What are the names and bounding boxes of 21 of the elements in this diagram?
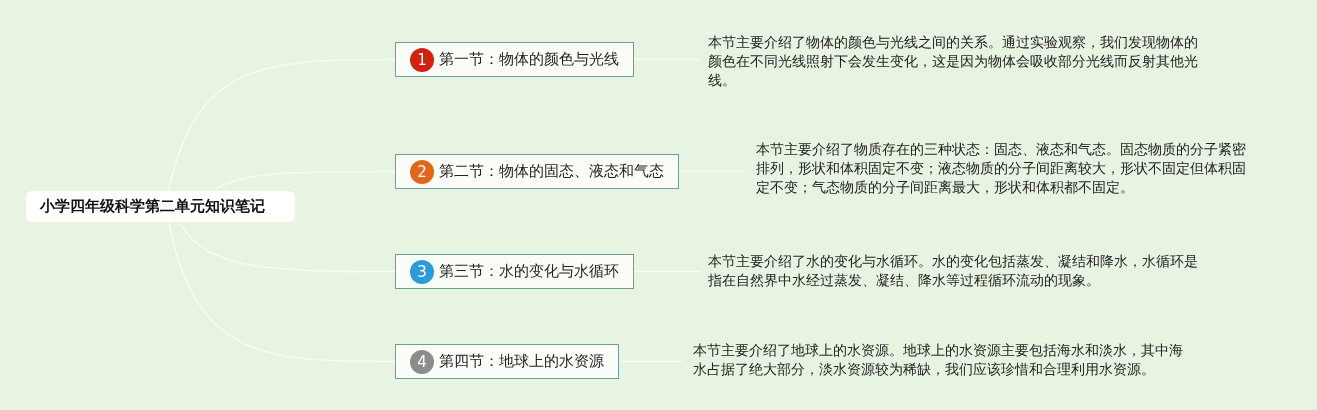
section-box xyxy=(395,154,679,189)
number-badge: 4 xyxy=(410,349,434,374)
section-box xyxy=(395,254,634,289)
section-title: 第三节：水的变化与水循环 xyxy=(439,262,619,281)
summary-text: 本节主要介绍了水的变化与水循环。水的变化包括蒸发、凝结和降水，水循环是指在自然界中水经过蒸发、凝结、降水等过程循环流动的现象。 xyxy=(700,252,1210,290)
section-title: 第四节：地球上的水资源 xyxy=(439,352,604,371)
summary-text: 本节主要介绍了地球上的水资源。地球上的水资源主要包括海水和淡水，其中海水占据了绝大部分，淡水资源较为稀缺，我们应该珍惜和合理利用水资源。 xyxy=(683,341,1183,379)
number-badge: 2 xyxy=(410,159,434,184)
section-box xyxy=(395,344,619,379)
connector-line xyxy=(178,221,396,273)
number-badge: 3 xyxy=(410,259,434,284)
summary-text: 本节主要介绍了物质存在的三种状态：固态、液态和气态。固态物质的分子紧密排列，形状和体积固定不变；液态物质的分子间距离较大，形状不固定但体积固定不变；气态物质的分子间距离最大，形状和体积都不固定。 xyxy=(745,140,1255,197)
number-badge: 1 xyxy=(410,47,434,72)
section-title: 第二节：物体的固态、液态和气态 xyxy=(439,162,664,181)
connector-line xyxy=(167,58,396,192)
section-title: 第一节：物体的颜色与光线 xyxy=(439,50,619,69)
connector-line xyxy=(167,221,396,363)
summary-text: 本节主要介绍了物体的颜色与光线之间的关系。通过实验观察，我们发现物体的颜色在不同光线照射下会发生变化，这是因为物体会吸收部分光线而反射其他光线。 xyxy=(700,33,1200,90)
section-box xyxy=(395,42,634,77)
topic-title: 小学四年级科学第二单元知识笔记 xyxy=(26,191,295,222)
connector-line xyxy=(213,170,396,192)
